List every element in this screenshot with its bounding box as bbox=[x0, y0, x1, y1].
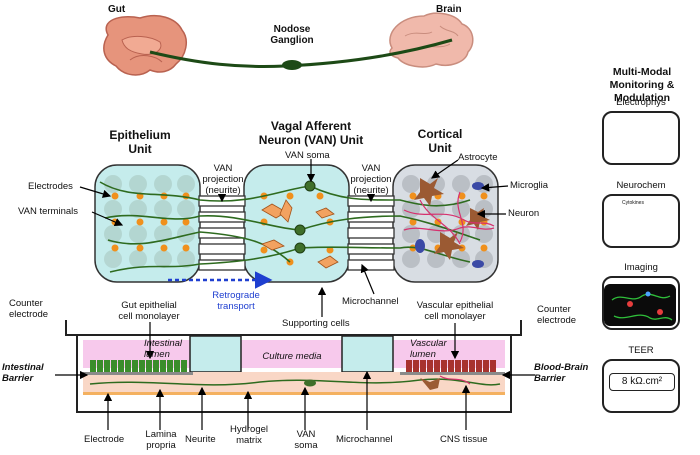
gut-illustration bbox=[103, 14, 188, 76]
microchannel-bottom-label: Microchannel bbox=[336, 434, 393, 445]
monitoring-title: Multi-Modal Monitoring & Modulation bbox=[609, 66, 675, 104]
teer-panel bbox=[602, 359, 680, 413]
teer-value: 8 kΩ.cm² bbox=[609, 373, 675, 391]
intestinal-lumen-label: Intestinal lumen bbox=[144, 338, 183, 360]
imaging-panel bbox=[602, 276, 680, 330]
hydrogel-matrix-label: Hydrogel matrix bbox=[229, 424, 269, 446]
neurite-label: Neurite bbox=[185, 434, 216, 445]
brain-illustration bbox=[389, 12, 474, 68]
van-projection-left-label: VAN projection (neurite) bbox=[202, 163, 244, 196]
vascular-monolayer-label: Vascular epithelial cell monolayer bbox=[416, 300, 494, 322]
chip-side-view bbox=[65, 320, 522, 413]
blood-brain-barrier-label: Blood-Brain Barrier bbox=[534, 362, 589, 384]
electrophys-panel bbox=[602, 111, 680, 165]
epithelium-unit-title: Epithelium Unit bbox=[109, 128, 171, 156]
supporting-cells-icons bbox=[261, 199, 339, 269]
electrodes-label: Electrodes bbox=[28, 181, 73, 192]
nodose-ganglion-icon bbox=[282, 60, 302, 70]
cortical-cells bbox=[403, 178, 495, 268]
electrode-grid-left bbox=[104, 175, 195, 268]
van-projection-right-label: VAN projection (neurite) bbox=[350, 163, 392, 196]
van-soma-bottom-label: VAN soma bbox=[294, 429, 318, 451]
retrograde-transport-label: Retrograde transport bbox=[212, 290, 260, 312]
astrocyte-label: Astrocyte bbox=[458, 152, 498, 163]
van-unit-title: Vagal Afferent Neuron (VAN) Unit bbox=[258, 119, 364, 147]
epithelium-unit-chamber bbox=[94, 164, 201, 283]
callout-arrows bbox=[79, 159, 509, 317]
electrophys-title: Electrophys bbox=[616, 97, 666, 108]
nodose-ganglion-label: Nodose Ganglion bbox=[270, 24, 314, 46]
imaging-title: Imaging bbox=[624, 262, 658, 273]
microchannel-top-label: Microchannel bbox=[342, 296, 399, 307]
microglia-label: Microglia bbox=[510, 180, 549, 191]
counter-electrode-right-label: Counter electrode bbox=[537, 304, 577, 326]
van-soma-top-label: VAN soma bbox=[285, 150, 330, 161]
supporting-cells-label: Supporting cells bbox=[282, 318, 350, 329]
imaging-micrograph bbox=[604, 284, 676, 326]
neurochem-panel bbox=[602, 194, 680, 248]
gut-label: Gut bbox=[108, 4, 126, 15]
neuron-label: Neuron bbox=[508, 208, 540, 219]
lamina-propria-label: Lamina propria bbox=[145, 429, 177, 451]
counter-electrode-left-label: Counter electrode bbox=[9, 298, 49, 320]
neurochem-title: Neurochem bbox=[616, 180, 666, 191]
brain-label: Brain bbox=[436, 4, 462, 15]
electrode-label: Electrode bbox=[84, 434, 125, 445]
intestinal-barrier-label: Intestinal Barrier bbox=[2, 362, 44, 384]
gut-monolayer-label: Gut epithelial cell monolayer bbox=[118, 300, 180, 322]
van-soma-cells bbox=[294, 180, 316, 254]
teer-title: TEER bbox=[628, 345, 654, 356]
cns-tissue-label: CNS tissue bbox=[440, 434, 488, 445]
van-terminals-label: VAN terminals bbox=[18, 206, 79, 217]
microchannels-right bbox=[347, 195, 395, 271]
culture-media-label: Culture media bbox=[262, 351, 322, 362]
cortical-unit-title: Cortical Unit bbox=[417, 127, 463, 155]
cytokines-label: Cytokines bbox=[622, 200, 644, 206]
vascular-lumen-label: Vascular lumen bbox=[410, 338, 447, 360]
